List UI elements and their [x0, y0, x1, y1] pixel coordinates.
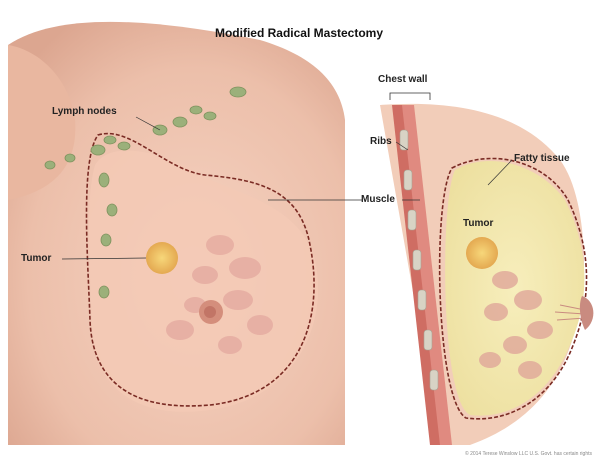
- copyright-text: © 2014 Terese Winslow LLC U.S. Govt. has…: [465, 451, 592, 457]
- label-fatty-tissue: Fatty tissue: [514, 153, 570, 164]
- front-view: [8, 22, 362, 445]
- tumor-side-shape: [466, 237, 498, 269]
- nipple-side: [580, 296, 594, 330]
- label-tumor-front: Tumor: [21, 253, 51, 264]
- label-chest-wall: Chest wall: [378, 74, 427, 85]
- label-ribs: Ribs: [370, 136, 392, 147]
- chest-wall-bracket: [390, 93, 430, 100]
- label-tumor-side: Tumor: [463, 218, 493, 229]
- side-view: [380, 93, 593, 445]
- tumor-front-shape: [146, 242, 178, 274]
- figure-title: Modified Radical Mastectomy: [0, 26, 598, 40]
- label-muscle: Muscle: [361, 194, 395, 205]
- fatty-breast-region: [445, 161, 584, 416]
- label-lymph-nodes: Lymph nodes: [52, 106, 117, 117]
- nipple-center: [204, 306, 216, 318]
